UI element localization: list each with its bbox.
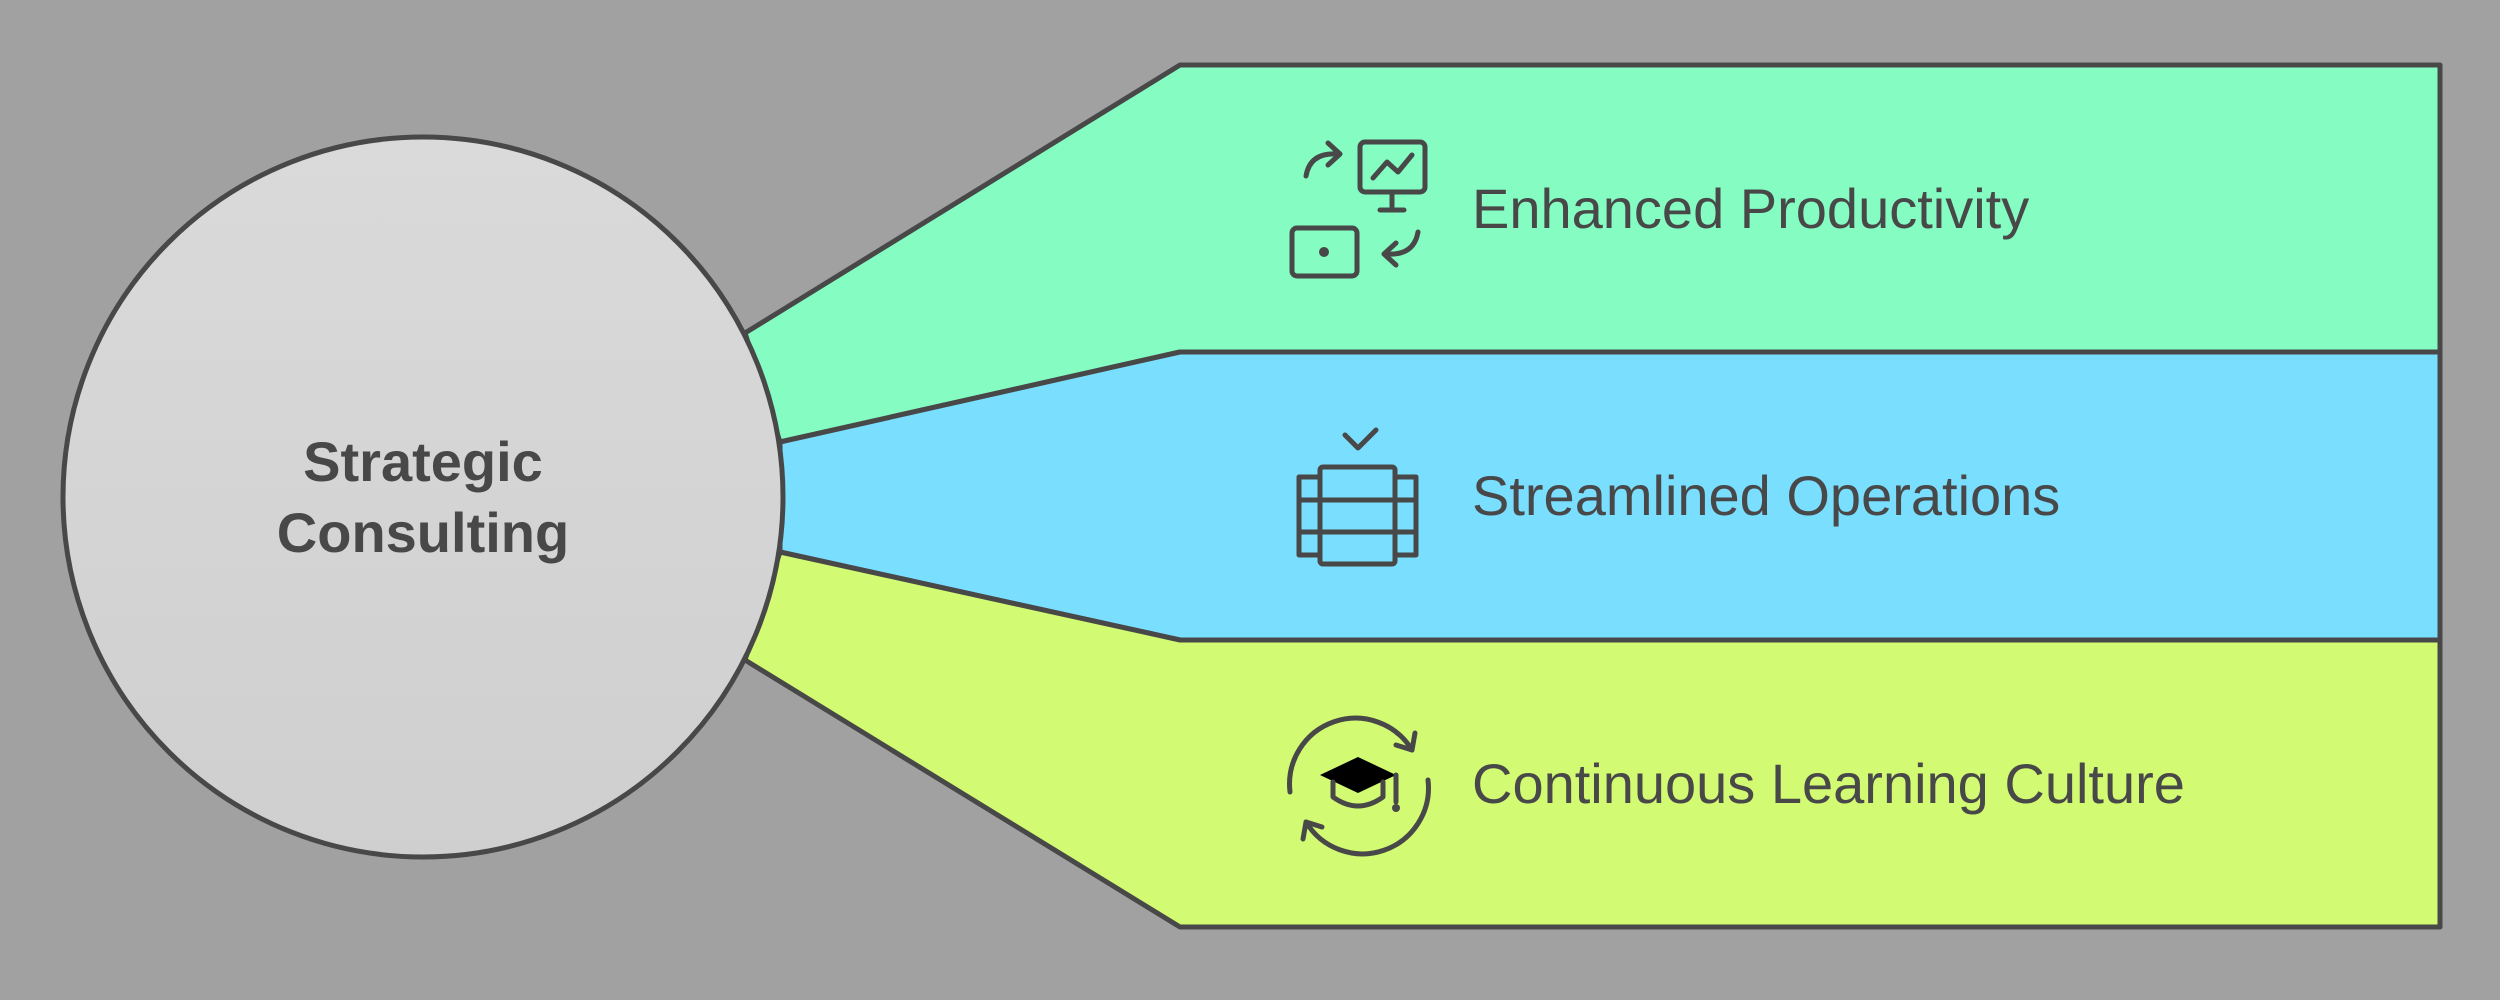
hub-label-line1: Strategic bbox=[303, 430, 543, 493]
hub-label-line2: Consulting bbox=[277, 501, 569, 564]
branch-label-enhanced-productivity: Enhanced Productivity bbox=[1472, 177, 2029, 240]
graduation-cycle-icon bbox=[1287, 715, 1431, 857]
branch-label-streamlined-operations: Streamlined Operations bbox=[1472, 464, 2060, 527]
branch-label-continuous-learning-culture: Continuous Learning Culture bbox=[1472, 752, 2185, 815]
hub-circle bbox=[60, 134, 786, 860]
stacked-server-check-icon bbox=[1296, 427, 1419, 567]
monitor-exchange-icon bbox=[1289, 139, 1428, 279]
